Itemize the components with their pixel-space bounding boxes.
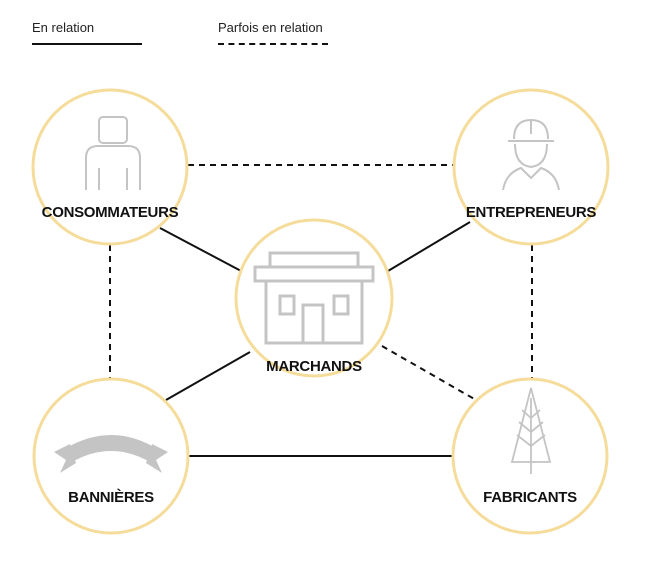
edge-consommateurs-marchands (159, 227, 244, 273)
tree-icon (510, 387, 552, 474)
storefront-icon (253, 251, 375, 345)
legend-solid-line (32, 43, 142, 45)
legend-dashed-label: Parfois en relation (218, 20, 323, 35)
person-icon (85, 116, 141, 190)
node-marchands: MARCHANDS (234, 218, 394, 378)
node-label-entrepreneurs: ENTREPRENEURS (466, 204, 597, 221)
node-label-marchands: MARCHANDS (266, 358, 362, 375)
node-circle (31, 88, 189, 246)
edge-marchands-bannieres (165, 351, 251, 401)
node-consommateurs: CONSOMMATEURS (31, 88, 189, 246)
connectors (109, 164, 533, 457)
worker-hardhat-icon (502, 118, 560, 191)
node-label-consommateurs: CONSOMMATEURS (42, 204, 179, 221)
edge-marchands-fabricants (381, 345, 477, 401)
node-circle (32, 377, 190, 535)
node-circle (451, 377, 609, 535)
ribbon-banner-icon (54, 435, 168, 473)
node-label-fabricants: FABRICANTS (483, 489, 577, 506)
node-bannieres: BANNIÈRES (32, 377, 190, 535)
legend-dashed-line (218, 43, 328, 45)
legend-solid-label: En relation (32, 20, 95, 35)
node-label-bannieres: BANNIÈRES (68, 489, 154, 506)
node-fabricants: FABRICANTS (451, 377, 609, 535)
node-circle (234, 218, 394, 378)
node-entrepreneurs: ENTREPRENEURS (452, 88, 610, 246)
edge-entrepreneurs-marchands (387, 221, 471, 272)
